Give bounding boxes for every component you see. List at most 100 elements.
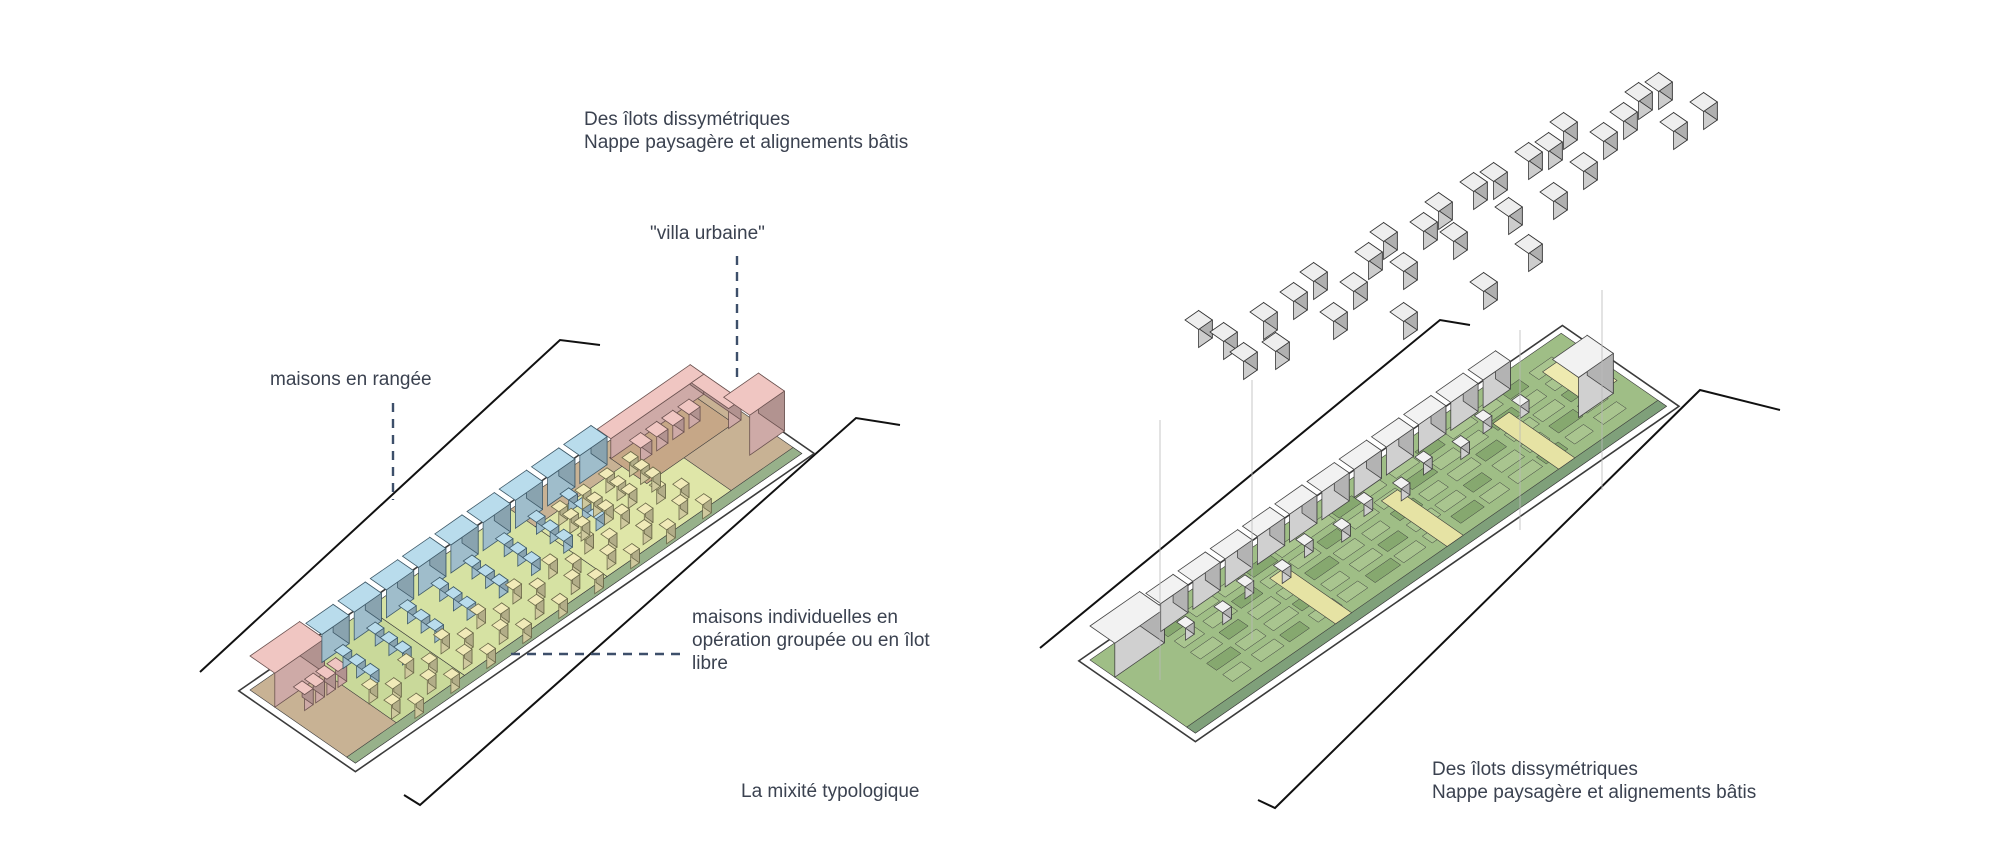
white-row-house [1338, 439, 1383, 499]
garden-patch [1446, 457, 1482, 482]
callout-leader-lines [391, 256, 739, 656]
white-row-house [1241, 506, 1286, 566]
blue-small-house [462, 554, 482, 580]
floating-house [1279, 281, 1309, 321]
box-face-top [1295, 533, 1314, 547]
yellow-house [621, 450, 639, 478]
box-face-top [574, 483, 592, 496]
blue-small-house [559, 487, 579, 513]
box-face-top [660, 409, 685, 427]
box-face-top [1551, 334, 1615, 378]
white-row-house [1209, 528, 1254, 588]
floating-house [1184, 309, 1214, 349]
yellow-house [597, 467, 616, 494]
street-line-top [1039, 318, 1471, 649]
floating-house [1514, 233, 1544, 273]
garden-patch [1234, 628, 1267, 651]
box-face-top [722, 372, 786, 416]
box-face-top [337, 581, 383, 613]
right-axonometric-landscape [1039, 71, 1781, 810]
box-face-top [1624, 82, 1654, 102]
blue-small-house [443, 586, 463, 612]
box-face-top [596, 499, 615, 512]
yellow-house [540, 553, 559, 580]
blue-row-house [305, 603, 350, 664]
yellow-house [514, 617, 533, 645]
garden-patch [1348, 547, 1384, 572]
garden-patch [1247, 596, 1282, 620]
box-face-top [455, 643, 473, 656]
box-face-top [434, 514, 479, 546]
blue-row-house [530, 447, 576, 507]
yellow-house [694, 492, 713, 520]
box-face-top [1549, 112, 1579, 132]
box-face-top [636, 502, 654, 515]
box-face-top [554, 528, 574, 542]
box-face-top [1306, 462, 1350, 493]
garden-patch [1320, 570, 1351, 592]
box-face-top [442, 667, 461, 680]
box-face-top [1261, 332, 1291, 352]
box-face-top [406, 692, 425, 705]
left-title-line-1: Des îlots dissymétriques [584, 109, 790, 130]
box-face-top [1332, 517, 1352, 531]
garden-patch [1418, 479, 1449, 502]
box-face-top [694, 493, 713, 506]
blue-small-house [476, 563, 496, 590]
box-face-top [1389, 302, 1419, 322]
box-face-top [1370, 417, 1415, 448]
garden-patch [1507, 459, 1544, 485]
box-face-top [1609, 102, 1639, 122]
box-face-top [1467, 350, 1512, 381]
yellow-house [634, 518, 653, 546]
floating-house [1469, 271, 1499, 311]
white-small-house [1332, 517, 1352, 543]
yellow-house [632, 458, 651, 486]
box-face-top [1391, 476, 1411, 490]
box-face-top [1514, 142, 1544, 162]
box-face-top [384, 677, 403, 690]
blue-row-house [369, 558, 415, 619]
box-face-top [1274, 484, 1318, 515]
box-face-top [1389, 252, 1419, 272]
floating-house [1644, 71, 1674, 111]
box-face-top [540, 553, 559, 566]
box-face-top [1209, 322, 1239, 342]
white-villa-block [1551, 334, 1615, 419]
box-face-top [572, 515, 591, 528]
box-face-top [420, 652, 438, 665]
floating-house [1479, 161, 1509, 201]
blue-row-house [466, 491, 512, 552]
white-small-house [1272, 558, 1292, 585]
yellow-house [468, 603, 487, 630]
floating-house [1339, 271, 1369, 311]
box-face-top [527, 593, 545, 606]
box-face-top [550, 592, 569, 606]
white-row-house [1274, 484, 1318, 543]
right-caption: Des îlots dissymétriques Nappe paysagère… [1432, 758, 1756, 804]
yellow-house [608, 474, 627, 502]
yellow-house [455, 643, 473, 671]
box-face-top [1145, 573, 1189, 605]
box-face-top [1469, 272, 1499, 292]
white-small-house [1213, 599, 1233, 626]
yellow-house [527, 593, 545, 621]
street-line-bottom [403, 416, 901, 807]
blue-small-house [398, 598, 417, 625]
box-face-top [1402, 395, 1447, 426]
box-face-top [347, 653, 367, 667]
floating-house [1539, 181, 1569, 221]
blue-small-house [457, 595, 477, 622]
box-face-top [478, 642, 497, 655]
box-face-top [643, 466, 662, 479]
garden-patch [1336, 580, 1369, 603]
box-face-top [476, 564, 496, 577]
box-face-top [514, 617, 533, 631]
box-face-top [489, 573, 509, 587]
yellow-house [406, 692, 425, 720]
garden-patch [1364, 557, 1402, 583]
box-face-top [1184, 310, 1214, 330]
garden-patch [1206, 646, 1242, 671]
floating-house [1261, 331, 1291, 371]
box-face-top [1589, 122, 1619, 142]
